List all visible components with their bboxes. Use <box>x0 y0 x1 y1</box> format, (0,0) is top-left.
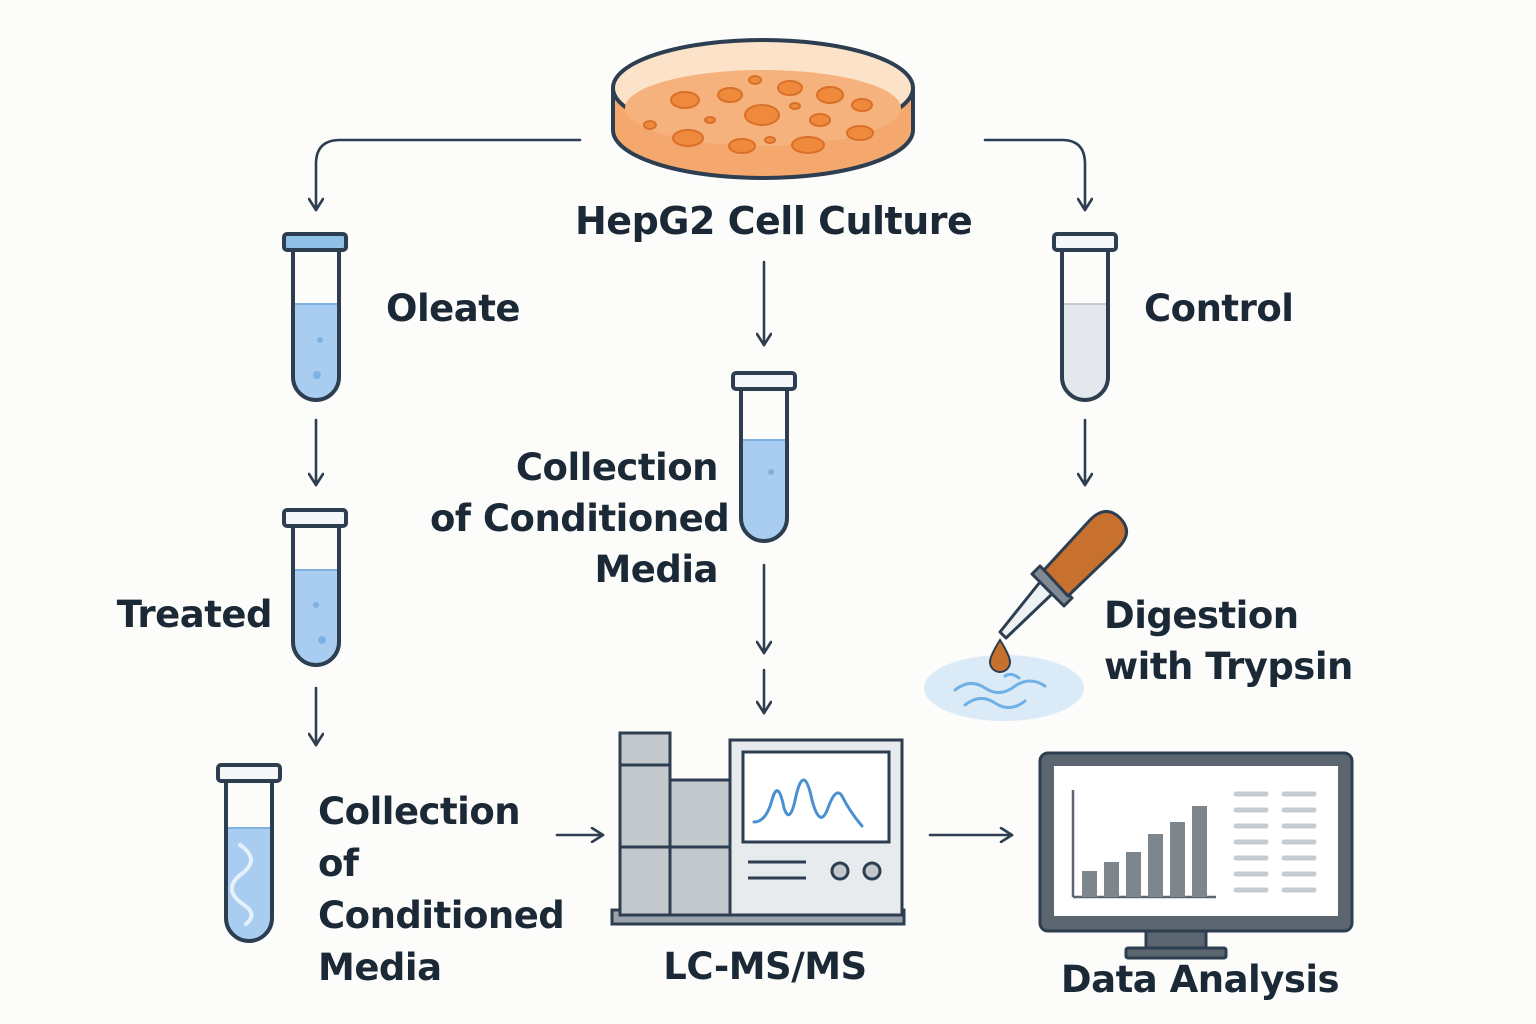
oleate-label: Oleate <box>386 287 520 330</box>
test-tube-icon <box>282 508 348 667</box>
lcms-label: LC-MS/MS <box>663 945 867 988</box>
mass-spectrometer-icon <box>610 731 906 926</box>
digestion-line-2: with Trypsin <box>1104 645 1353 688</box>
left-collection-line-4: Media <box>318 946 442 989</box>
monitor-chart-icon <box>1038 751 1354 960</box>
digestion-label: Digestion with Trypsin <box>1104 590 1353 692</box>
left-collection-line-1: Collection <box>318 790 521 833</box>
center-collection-label: Collection of Conditioned Media <box>430 442 730 595</box>
petri-dish-icon <box>611 38 915 180</box>
left-collection-line-2: of <box>318 842 359 885</box>
hepg2-title: HepG2 Cell Culture <box>575 199 973 243</box>
center-collection-line-2: of Conditioned <box>430 497 730 540</box>
control-label: Control <box>1144 287 1294 330</box>
left-collection-line-3: Conditioned <box>318 894 565 937</box>
test-tube-icon <box>216 763 282 943</box>
data-analysis-label: Data Analysis <box>1060 958 1340 1001</box>
arrow-dish-to-control <box>983 138 1085 212</box>
digestion-line-1: Digestion <box>1104 594 1299 637</box>
test-tube-icon <box>1052 232 1118 402</box>
center-collection-line-3: Media <box>594 548 718 591</box>
dropper-icon <box>924 510 1128 721</box>
center-collection-line-1: Collection <box>515 446 719 489</box>
test-tube-icon <box>731 371 797 543</box>
test-tube-icon <box>282 232 348 402</box>
treated-label: Treated <box>116 593 273 636</box>
arrow-dish-to-oleate <box>316 138 582 212</box>
left-collection-label: Collection of Conditioned Media <box>318 786 565 994</box>
